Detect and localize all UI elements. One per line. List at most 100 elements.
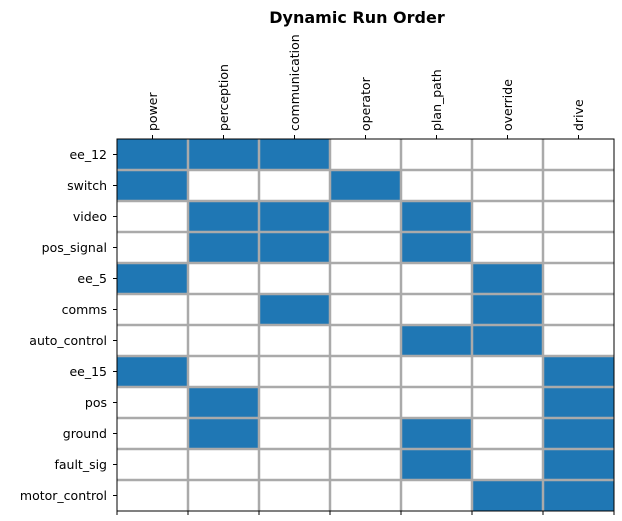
cell-switch-communication (259, 170, 330, 201)
cell-switch-override (472, 170, 543, 201)
cell-ground-power (117, 418, 188, 449)
row-label-switch: switch (67, 178, 107, 193)
cell-pos-operator (330, 387, 401, 418)
column-label-power: power (145, 92, 160, 131)
cell-video-operator (330, 201, 401, 232)
cell-pos-perception (188, 387, 259, 418)
column-label-plan_path: plan_path (429, 69, 444, 131)
cell-auto_control-power (117, 325, 188, 356)
cell-ee_5-drive (543, 263, 614, 294)
cell-video-perception (188, 201, 259, 232)
cell-auto_control-plan_path (401, 325, 472, 356)
column-label-drive: drive (571, 99, 586, 131)
column-label-override: override (500, 79, 515, 131)
row-label-ground: ground (63, 426, 107, 441)
cell-comms-drive (543, 294, 614, 325)
cell-pos_signal-operator (330, 232, 401, 263)
heatmap-cells (117, 139, 614, 511)
row-label-ee_12: ee_12 (69, 147, 107, 162)
cell-pos-power (117, 387, 188, 418)
cell-ee_12-operator (330, 139, 401, 170)
cell-motor_control-power (117, 480, 188, 511)
cell-ee_12-perception (188, 139, 259, 170)
cell-auto_control-operator (330, 325, 401, 356)
cell-pos-override (472, 387, 543, 418)
cell-ee_12-communication (259, 139, 330, 170)
row-label-pos_signal: pos_signal (42, 240, 107, 255)
cell-switch-operator (330, 170, 401, 201)
cell-ee_5-plan_path (401, 263, 472, 294)
row-label-pos: pos (85, 395, 107, 410)
cell-ee_12-drive (543, 139, 614, 170)
cell-fault_sig-drive (543, 449, 614, 480)
cell-pos_signal-plan_path (401, 232, 472, 263)
cell-ee_12-plan_path (401, 139, 472, 170)
cell-pos-drive (543, 387, 614, 418)
cell-pos_signal-power (117, 232, 188, 263)
row-label-ee_5: ee_5 (77, 271, 107, 286)
cell-motor_control-plan_path (401, 480, 472, 511)
column-label-communication: communication (287, 34, 302, 131)
chart-title: Dynamic Run Order (269, 8, 445, 27)
cell-ee_15-perception (188, 356, 259, 387)
cell-fault_sig-plan_path (401, 449, 472, 480)
cell-auto_control-communication (259, 325, 330, 356)
cell-ground-plan_path (401, 418, 472, 449)
row-label-motor_control: motor_control (20, 488, 107, 503)
column-label-perception: perception (216, 64, 231, 131)
cell-video-communication (259, 201, 330, 232)
cell-switch-power (117, 170, 188, 201)
cell-video-plan_path (401, 201, 472, 232)
cell-comms-communication (259, 294, 330, 325)
cell-motor_control-communication (259, 480, 330, 511)
cell-pos_signal-communication (259, 232, 330, 263)
cell-comms-perception (188, 294, 259, 325)
cell-comms-override (472, 294, 543, 325)
cell-ground-override (472, 418, 543, 449)
cell-ee_5-communication (259, 263, 330, 294)
tick-labels: power perception communication operator plan… (20, 34, 586, 503)
cell-video-drive (543, 201, 614, 232)
cell-pos-communication (259, 387, 330, 418)
column-label-operator: operator (358, 76, 373, 131)
cell-switch-plan_path (401, 170, 472, 201)
cell-fault_sig-communication (259, 449, 330, 480)
row-label-video: video (73, 209, 107, 224)
cell-ee_15-drive (543, 356, 614, 387)
cell-ee_15-operator (330, 356, 401, 387)
cell-comms-power (117, 294, 188, 325)
row-label-ee_15: ee_15 (69, 364, 107, 379)
cell-ee_15-plan_path (401, 356, 472, 387)
row-label-fault_sig: fault_sig (54, 457, 107, 472)
cell-pos_signal-drive (543, 232, 614, 263)
cell-ee_15-communication (259, 356, 330, 387)
cell-motor_control-perception (188, 480, 259, 511)
heatmap-grid (117, 139, 614, 511)
cell-pos_signal-override (472, 232, 543, 263)
cell-video-power (117, 201, 188, 232)
cell-motor_control-operator (330, 480, 401, 511)
row-label-comms: comms (62, 302, 107, 317)
cell-pos-plan_path (401, 387, 472, 418)
cell-fault_sig-perception (188, 449, 259, 480)
cell-ee_5-override (472, 263, 543, 294)
cell-ee_12-override (472, 139, 543, 170)
axes (113, 135, 615, 515)
cell-fault_sig-override (472, 449, 543, 480)
cell-ee_5-power (117, 263, 188, 294)
cell-switch-drive (543, 170, 614, 201)
cell-ee_15-override (472, 356, 543, 387)
cell-fault_sig-power (117, 449, 188, 480)
cell-motor_control-override (472, 480, 543, 511)
row-label-auto_control: auto_control (29, 333, 107, 348)
cell-fault_sig-operator (330, 449, 401, 480)
cell-motor_control-drive (543, 480, 614, 511)
cell-video-override (472, 201, 543, 232)
cell-ee_5-perception (188, 263, 259, 294)
cell-comms-plan_path (401, 294, 472, 325)
cell-pos_signal-perception (188, 232, 259, 263)
cell-comms-operator (330, 294, 401, 325)
cell-ground-operator (330, 418, 401, 449)
cell-auto_control-drive (543, 325, 614, 356)
